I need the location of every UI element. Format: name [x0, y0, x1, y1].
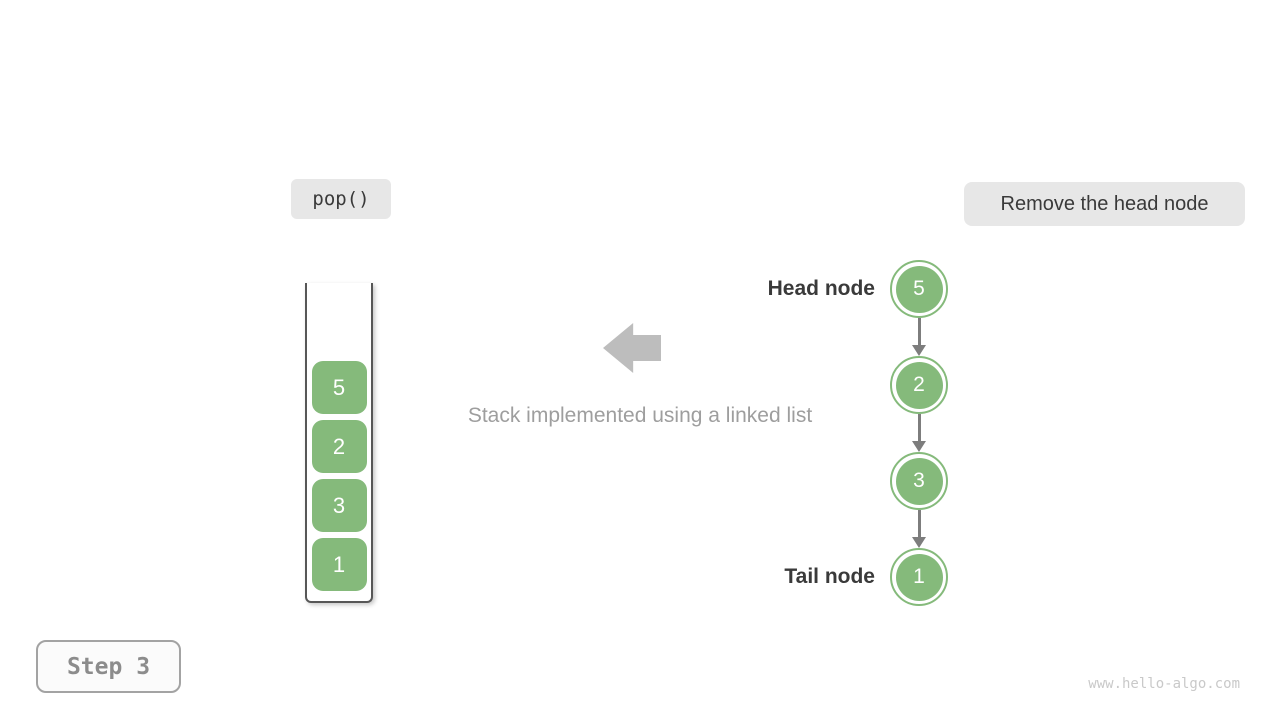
- stack-item: 2: [311, 420, 367, 473]
- tail-node-label: Tail node: [784, 565, 875, 588]
- step-label: Step 3: [66, 653, 151, 680]
- linked-list-node: 3: [890, 452, 948, 510]
- step-badge: Step 3: [36, 640, 181, 693]
- description-label: Remove the head node: [1000, 192, 1209, 215]
- linked-list-node: 1: [890, 548, 948, 606]
- pop-operation-label: pop(): [312, 188, 370, 210]
- stack-item: 3: [311, 479, 367, 532]
- linked-list-node: 2: [890, 356, 948, 414]
- left-arrow-icon: [603, 323, 661, 373]
- linked-list-node-value: 2: [895, 361, 943, 409]
- list-arrow-line: [918, 414, 921, 442]
- linked-list-node-value: 5: [895, 265, 943, 313]
- watermark-text: www.hello-algo.com: [1088, 676, 1240, 692]
- description-badge: Remove the head node: [964, 182, 1245, 226]
- linked-list-node: 5: [890, 260, 948, 318]
- diagram-caption: Stack implemented using a linked list: [467, 404, 813, 427]
- stack-item: 5: [311, 361, 367, 414]
- list-arrowhead-icon: [912, 441, 926, 452]
- pop-operation-badge: pop(): [291, 179, 391, 219]
- stack-container: 5 2 3 1: [305, 283, 373, 603]
- list-arrow-line: [918, 318, 921, 346]
- list-arrowhead-icon: [912, 537, 926, 548]
- list-arrow-line: [918, 510, 921, 538]
- linked-list-node-value: 1: [895, 553, 943, 601]
- list-arrowhead-icon: [912, 345, 926, 356]
- stack-item: 1: [311, 538, 367, 591]
- head-node-label: Head node: [767, 277, 875, 300]
- linked-list-node-value: 3: [895, 457, 943, 505]
